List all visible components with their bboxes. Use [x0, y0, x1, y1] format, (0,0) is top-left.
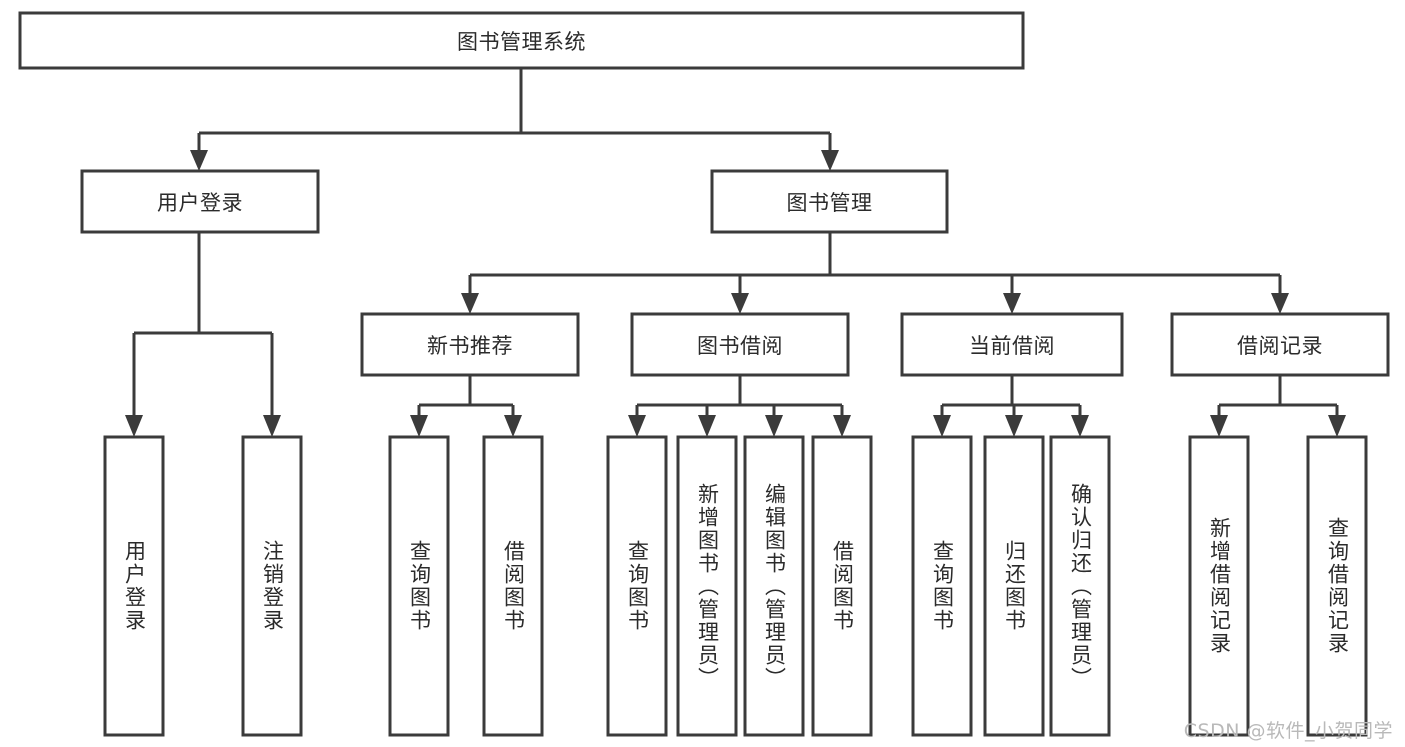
arrow-head-leaf-current-borrow-1 [1005, 415, 1023, 437]
watermark-text: CSDN @软件_小贺同学 [1183, 720, 1393, 742]
leaf-box-new-book-1[interactable] [482, 435, 544, 737]
arrow-head-new-book-recommend [461, 293, 479, 314]
node-box-root[interactable] [18, 11, 1025, 70]
arrow-head-leaf-current-borrow-0 [933, 415, 951, 437]
node-box-book-borrow[interactable] [630, 312, 850, 377]
leaf-box-user-login-1[interactable] [241, 435, 303, 737]
arrow-head-leaf-new-book-1 [504, 415, 522, 437]
arrow-head-book-manage [821, 150, 839, 171]
leaf-box-book-borrow-2[interactable] [743, 435, 805, 737]
arrow-head-leaf-book-borrow-1 [698, 415, 716, 437]
node-box-user-login[interactable] [80, 169, 320, 234]
arrow-head-leaf-book-borrow-0 [628, 415, 646, 437]
leaf-box-borrow-record-0[interactable] [1188, 435, 1250, 737]
node-box-new-book-recommend[interactable] [360, 312, 580, 377]
leaf-box-new-book-0[interactable] [388, 435, 450, 737]
arrow-head-current-borrow [1003, 293, 1021, 314]
arrow-head-leaf-user-login-1 [263, 415, 281, 437]
arrow-head-leaf-current-borrow-2 [1071, 415, 1089, 437]
arrow-head-book-borrow [731, 293, 749, 314]
leaf-box-borrow-record-1[interactable] [1306, 435, 1368, 737]
leaf-box-book-borrow-1[interactable] [676, 435, 738, 737]
leaf-box-current-borrow-1[interactable] [983, 435, 1045, 737]
arrow-head-leaf-borrow-record-1 [1328, 415, 1346, 437]
node-box-book-manage[interactable] [710, 169, 949, 234]
leaf-box-current-borrow-0[interactable] [911, 435, 973, 737]
arrow-head-leaf-user-login-0 [125, 415, 143, 437]
arrow-head-leaf-borrow-record-0 [1210, 415, 1228, 437]
arrow-head-leaf-book-borrow-2 [765, 415, 783, 437]
leaf-box-book-borrow-3[interactable] [811, 435, 873, 737]
leaf-box-book-borrow-0[interactable] [606, 435, 668, 737]
node-box-borrow-record[interactable] [1170, 312, 1390, 377]
arrow-head-user-login [190, 150, 208, 171]
node-box-current-borrow[interactable] [900, 312, 1124, 377]
leaf-box-user-login-0[interactable] [103, 435, 165, 737]
leaf-box-current-borrow-2[interactable] [1049, 435, 1111, 737]
arrow-head-borrow-record [1271, 293, 1289, 314]
arrow-head-leaf-new-book-0 [410, 415, 428, 437]
arrow-head-leaf-book-borrow-3 [833, 415, 851, 437]
